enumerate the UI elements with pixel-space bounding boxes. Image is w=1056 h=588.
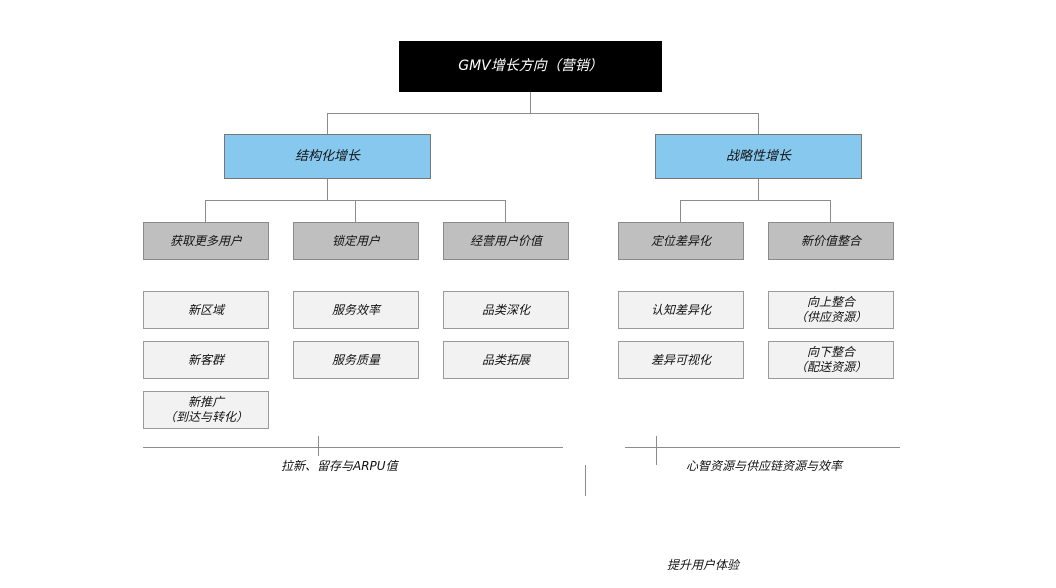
item-label: 向下整合 (806, 345, 855, 359)
item-service-quality: 服务质量 (293, 341, 419, 379)
connector-l1-left (327, 113, 328, 135)
bracket-right-tick (656, 436, 657, 465)
connector-l1-right (758, 113, 759, 135)
connector-strategic-horizontal (680, 200, 831, 201)
item-downward-integration: 向下整合 （配送资源） (768, 341, 894, 379)
item-label: 新推广 (187, 395, 224, 409)
item-new-region: 新区域 (143, 291, 269, 329)
connector-root-down (530, 92, 531, 114)
item-label: 品类拓展 (481, 352, 530, 367)
strategic-growth-node: 战略性增长 (655, 134, 862, 179)
item-new-customer-group: 新客群 (143, 341, 269, 379)
item-label: 品类深化 (481, 302, 530, 317)
item-sublabel: （配送资源） (794, 360, 867, 374)
bracket-right-line (625, 447, 900, 448)
bracket-center-line (585, 465, 586, 496)
footer-right-text: 心智资源与供应链资源与效率 (686, 459, 843, 473)
group-positioning: 定位差异化 (618, 222, 744, 260)
connector-structural-1 (205, 200, 206, 222)
item-label: 差异可视化 (650, 352, 711, 367)
item-label: 服务效率 (331, 302, 380, 317)
item-service-efficiency: 服务效率 (293, 291, 419, 329)
root-node: GMV增长方向（营销） (399, 41, 662, 92)
connector-strategic-2 (830, 200, 831, 222)
group-value-integration: 新价值整合 (768, 222, 894, 260)
item-diff-visual: 差异可视化 (618, 341, 744, 379)
footer-left-text: 拉新、留存与ARPU值 (281, 459, 398, 473)
item-label: 认知差异化 (650, 302, 711, 317)
item-new-promotion: 新推广 （到达与转化） (143, 391, 269, 429)
item-sublabel: （供应资源） (794, 310, 867, 324)
item-label: 新客群 (187, 352, 224, 367)
footer-bottom-text: 提升用户体验 (667, 558, 740, 572)
item-sublabel: （到达与转化） (163, 410, 248, 424)
bracket-left-tick (318, 436, 319, 456)
group-lock-users: 锁定用户 (293, 222, 419, 260)
item-label: 新区域 (187, 302, 224, 317)
group-acquire-users: 获取更多用户 (143, 222, 269, 260)
item-label: 服务质量 (331, 352, 380, 367)
item-cognitive-diff: 认知差异化 (618, 291, 744, 329)
connector-structural-down (327, 179, 328, 201)
item-category-expand: 品类拓展 (443, 341, 569, 379)
item-category-deepen: 品类深化 (443, 291, 569, 329)
bracket-left-line (143, 447, 563, 448)
connector-l1-horizontal (327, 113, 759, 114)
structural-growth-node: 结构化增长 (224, 134, 431, 179)
connector-strategic-down (758, 179, 759, 201)
group-user-value: 经营用户价值 (443, 222, 569, 260)
item-label: 向上整合 (806, 295, 855, 309)
connector-structural-3 (505, 200, 506, 222)
connector-structural-2 (355, 200, 356, 222)
connector-strategic-1 (680, 200, 681, 222)
item-upward-integration: 向上整合 （供应资源） (768, 291, 894, 329)
